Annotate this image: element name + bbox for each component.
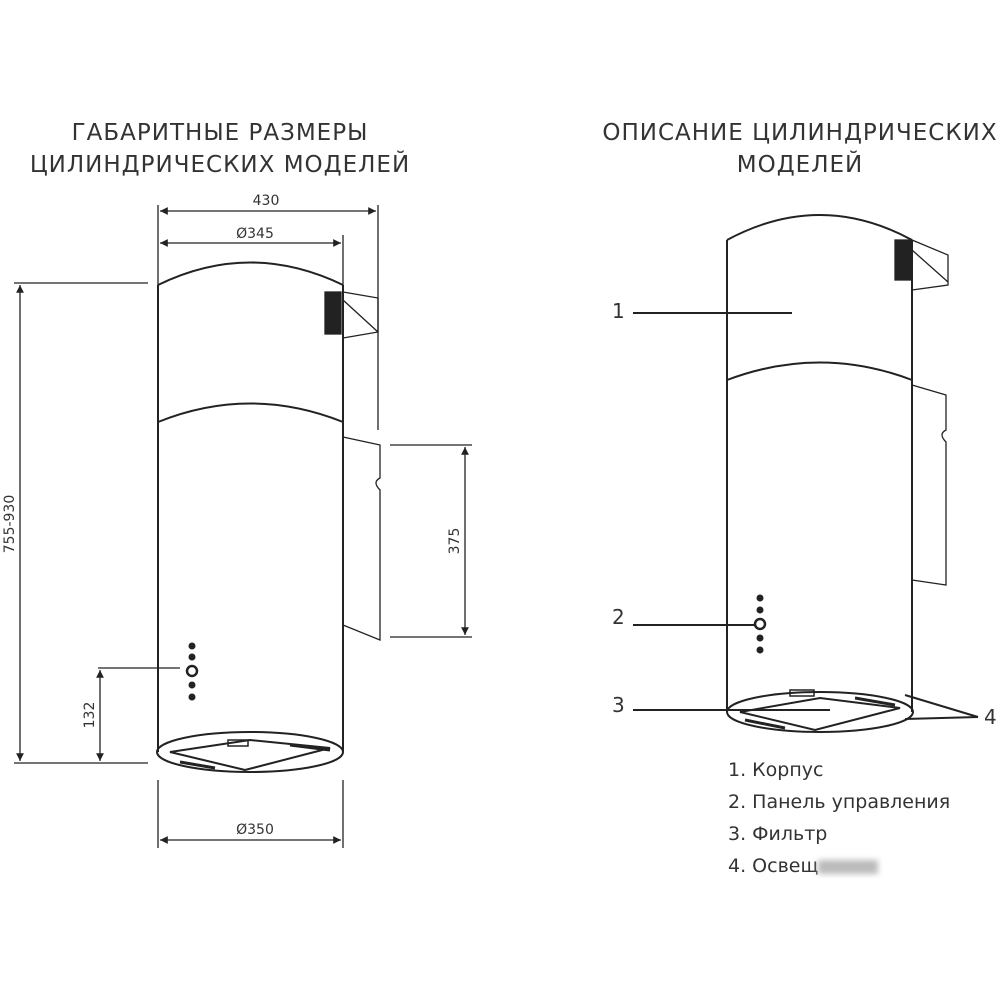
callout-1: 1: [612, 299, 625, 323]
left-title-line2: ЦИЛИНДРИЧЕСКИХ МОДЕЛЕЙ: [29, 152, 411, 178]
right-hood-drawing: [633, 214, 979, 733]
legend-item-1: 1. Корпус: [728, 759, 824, 781]
right-title-line1: ОПИСАНИЕ ЦИЛИНДРИЧЕСКИХ: [602, 120, 998, 146]
dim-height: 755-930: [2, 495, 18, 554]
blurred-text: [818, 859, 879, 874]
dim-diameter-top: Ø345: [236, 226, 274, 242]
legend-item-4-text: 4. Освещ: [728, 855, 819, 877]
left-title: ГАБАРИТНЫЕ РАЗМЕРЫ ЦИЛИНДРИЧЕСКИХ МОДЕЛЕ…: [0, 117, 440, 181]
dim-panel-height: 132: [82, 702, 98, 729]
dim-width-total: 430: [253, 193, 280, 209]
control-panel-buttons: [753, 594, 767, 654]
dimension-lines: [14, 205, 472, 848]
legend-item-4: 4. Освещ: [728, 850, 950, 882]
callout-4: 4: [984, 705, 997, 729]
callout-3: 3: [612, 693, 625, 717]
left-title-line1: ГАБАРИТНЫЕ РАЗМЕРЫ: [71, 120, 369, 146]
legend: 1. Корпус 2. Панель управления 3. Фильтр…: [728, 754, 950, 882]
legend-item-2: 2. Панель управления: [728, 791, 951, 813]
left-hood-drawing: [156, 261, 381, 773]
callout-2: 2: [612, 605, 625, 629]
dim-diameter-bottom: Ø350: [236, 822, 274, 838]
right-title-line2: МОДЕЛЕЙ: [736, 152, 864, 178]
legend-item-3: 3. Фильтр: [728, 823, 828, 845]
dim-bracket-height: 375: [447, 528, 463, 555]
right-title: ОПИСАНИЕ ЦИЛИНДРИЧЕСКИХ МОДЕЛЕЙ: [590, 117, 1000, 181]
control-panel-buttons: [185, 642, 199, 701]
